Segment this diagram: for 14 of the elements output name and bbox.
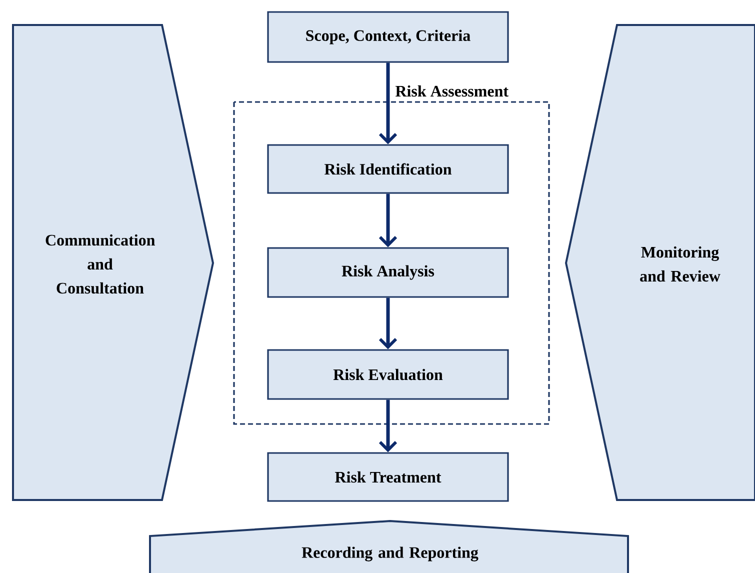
chevron-panel: Communication and Consultation [12, 24, 214, 501]
arrow [378, 62, 398, 144]
dashed-group-box [233, 101, 550, 425]
arrow [378, 400, 398, 452]
process-box: Risk Treatment [267, 452, 509, 502]
process-box: Risk Analysis [267, 247, 509, 298]
arrow [378, 298, 398, 350]
chevron-panel: Monitoring and Review [564, 24, 755, 501]
group-heading: Risk Assessment [395, 85, 508, 97]
process-box: Scope, Context, Criteria [267, 11, 509, 63]
process-box: Risk Evaluation [267, 349, 509, 400]
process-box: Risk Identification [267, 144, 509, 194]
arrow [378, 194, 398, 248]
banner-panel: Recording and Reporting [149, 520, 629, 573]
